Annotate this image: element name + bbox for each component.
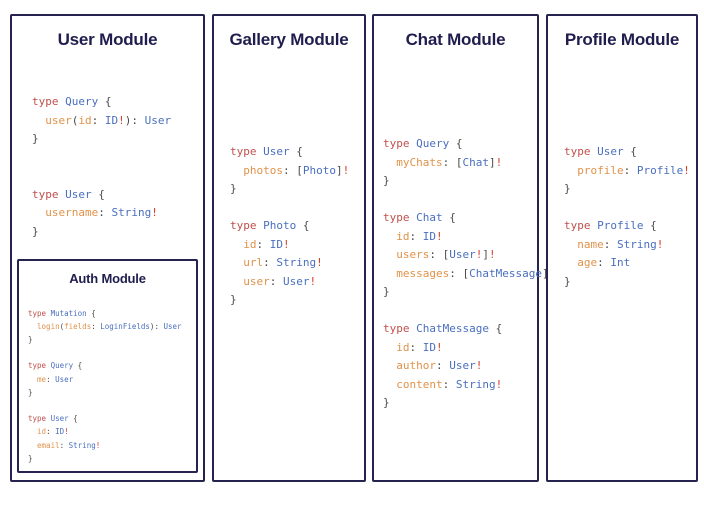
code-line: type Mutation { bbox=[28, 308, 96, 318]
code-line: } bbox=[383, 396, 390, 409]
code-line bbox=[28, 346, 182, 359]
panel-auth-module: Auth Module type Mutation { login(fields… bbox=[17, 259, 198, 473]
code-line: id: ID! bbox=[396, 340, 443, 354]
code-line: username: String! bbox=[45, 206, 158, 219]
code-line: type Query { bbox=[32, 95, 112, 108]
code-line: me: User bbox=[37, 374, 74, 384]
code-line bbox=[32, 149, 171, 168]
code-line: myChats: [Chat]! bbox=[396, 155, 503, 169]
code-line: messages: [ChatMessage]! bbox=[396, 266, 555, 280]
code-line: } bbox=[32, 224, 39, 238]
code-line bbox=[230, 199, 349, 218]
code-line: type Query { bbox=[28, 361, 83, 371]
panel-gallery-module: Gallery Module type User { photos: [Phot… bbox=[212, 14, 366, 482]
code-line: } bbox=[383, 174, 390, 187]
code-line: id: ID! bbox=[243, 237, 290, 251]
profile-module-code: type User { profile: Profile!} type Prof… bbox=[564, 143, 690, 291]
code-line: } bbox=[28, 387, 33, 397]
code-line bbox=[564, 199, 690, 218]
gallery-module-code: type User { photos: [Photo]!} type Photo… bbox=[230, 143, 349, 310]
code-line bbox=[32, 167, 171, 186]
code-line: author: User! bbox=[396, 359, 483, 372]
code-line: type Chat { bbox=[383, 211, 456, 224]
code-line bbox=[28, 399, 182, 412]
code-line: } bbox=[383, 285, 390, 298]
code-line: id: ID! bbox=[396, 229, 443, 243]
code-line: photos: [Photo]! bbox=[243, 163, 350, 177]
code-line: id: ID! bbox=[37, 427, 69, 437]
code-line: type User { bbox=[28, 414, 78, 424]
panel-user-module: User Module type Query { user(id: ID!): … bbox=[10, 14, 205, 482]
panel-profile-module: Profile Module type User { profile: Prof… bbox=[546, 14, 698, 482]
code-line: type User { bbox=[32, 187, 105, 201]
chat-module-title: Chat Module bbox=[405, 30, 506, 49]
gallery-module-title: Gallery Module bbox=[229, 30, 349, 49]
code-line: url: String! bbox=[243, 256, 323, 269]
code-line: login(fields: LoginFields): User bbox=[37, 321, 182, 331]
code-line: type Photo { bbox=[230, 219, 310, 232]
code-line: type User { bbox=[564, 145, 637, 158]
user-module-title: User Module bbox=[57, 30, 158, 49]
code-line: } bbox=[28, 334, 33, 344]
code-line: } bbox=[28, 453, 33, 463]
code-line: age: Int bbox=[577, 256, 631, 269]
code-line bbox=[383, 302, 555, 321]
code-line: type User { bbox=[230, 145, 303, 158]
code-line: type Profile { bbox=[564, 219, 657, 232]
code-line: } bbox=[230, 182, 237, 195]
chat-module-code: type Query { myChats: [Chat]!} type Chat… bbox=[383, 135, 555, 413]
user-module-code: type Query { user(id: ID!): User} type U… bbox=[32, 93, 171, 241]
code-line: } bbox=[564, 182, 571, 195]
code-line: } bbox=[230, 293, 237, 306]
code-line: email: String! bbox=[37, 440, 101, 450]
code-line: content: String! bbox=[396, 377, 503, 391]
panel-chat-module: Chat Module type Query { myChats: [Chat]… bbox=[372, 14, 555, 482]
code-line: user: User! bbox=[243, 274, 317, 288]
code-line: user(id: ID!): User bbox=[45, 113, 172, 127]
code-line: users: [User!]! bbox=[396, 248, 496, 261]
code-line: type Query { bbox=[383, 137, 463, 150]
profile-module-title: Profile Module bbox=[564, 30, 680, 49]
auth-module-title: Auth Module bbox=[69, 271, 146, 286]
auth-module-code: type Mutation { login(fields: LoginField… bbox=[28, 307, 182, 465]
code-line: type ChatMessage { bbox=[383, 322, 503, 335]
code-line: name: String! bbox=[577, 237, 664, 251]
code-line: } bbox=[32, 132, 39, 145]
code-line: } bbox=[564, 274, 571, 288]
code-line bbox=[383, 191, 555, 210]
code-line: profile: Profile! bbox=[577, 163, 690, 177]
